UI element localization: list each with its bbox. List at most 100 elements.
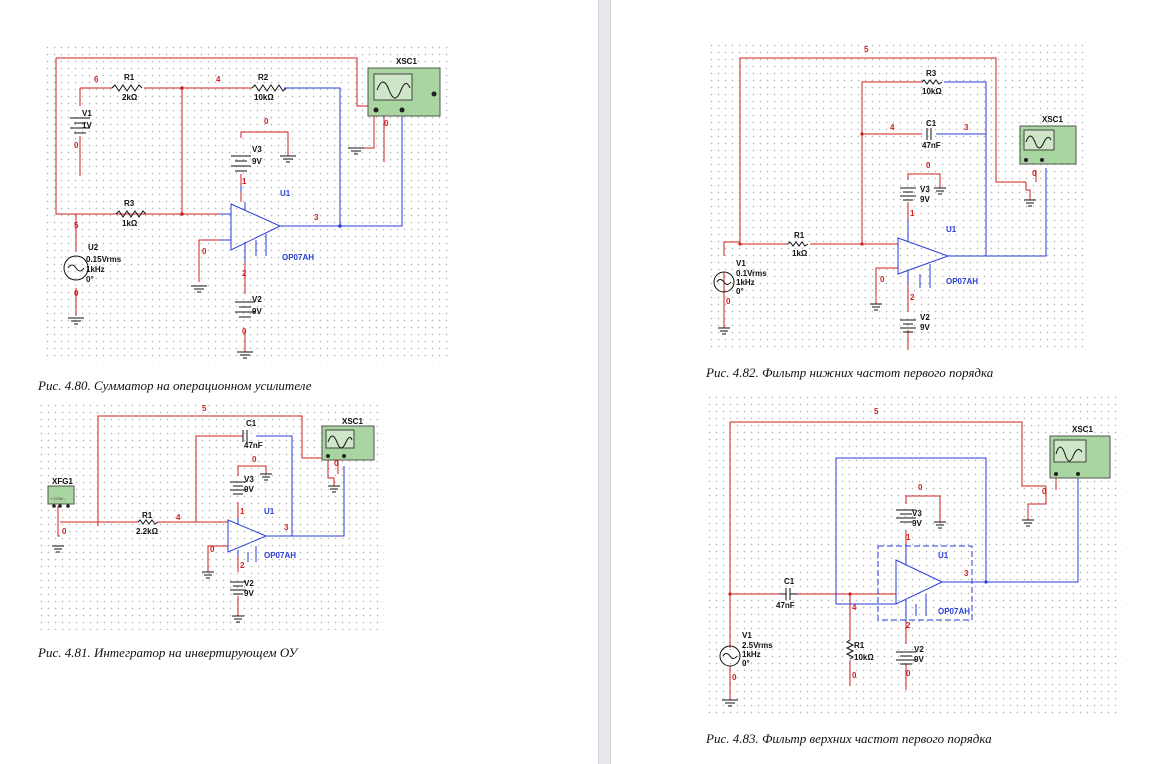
net-label: 1 bbox=[910, 209, 915, 218]
net-label: 0 bbox=[62, 527, 67, 536]
net-label: 0 bbox=[1032, 169, 1037, 178]
r1-value: 2.2kΩ bbox=[136, 527, 159, 536]
xsc1-label: XSC1 bbox=[1042, 115, 1063, 124]
figure-4-80-caption: Рис. 4.80. Сумматор на операционном усил… bbox=[38, 378, 312, 393]
r1-value: 2kΩ bbox=[122, 93, 138, 102]
net-label: 0 bbox=[334, 459, 339, 468]
net-label: 3 bbox=[284, 523, 289, 532]
r1-value: 10kΩ bbox=[854, 653, 874, 662]
net-label: 4 bbox=[852, 603, 857, 612]
net-label: 4 bbox=[890, 123, 895, 132]
net-label: 5 bbox=[74, 221, 79, 230]
u2-name: U2 bbox=[88, 243, 99, 252]
v2-name: V2 bbox=[244, 579, 254, 588]
net-label: 2 bbox=[240, 561, 245, 570]
figure-4-83-schematic: XSC1 5 0 0 4 3 0 0 0 1 2 C1 47nF R1 10kΩ… bbox=[706, 394, 1122, 714]
net-label: 5 bbox=[874, 407, 879, 416]
figure-4-81-schematic: + COM - XSC1 XFG1 5 0 4 3 0 0 2 0 1 R1 2… bbox=[38, 402, 384, 630]
net-label: 0 bbox=[74, 289, 79, 298]
net-label: 5 bbox=[864, 45, 869, 54]
net-label: 4 bbox=[216, 75, 221, 84]
xsc1-label: XSC1 bbox=[396, 57, 417, 66]
net-label: 0 bbox=[726, 297, 731, 306]
net-label: 0 bbox=[1042, 487, 1047, 496]
net-label: 0 bbox=[918, 483, 923, 492]
net-label: 2 bbox=[910, 293, 915, 302]
v3-name: V3 bbox=[920, 185, 930, 194]
net-label: 1 bbox=[906, 533, 911, 542]
r3-name: R3 bbox=[926, 69, 937, 78]
xsc1-label: XSC1 bbox=[1072, 425, 1093, 434]
v1-value: 1V bbox=[82, 121, 92, 130]
u1-model: OP07AH bbox=[282, 253, 314, 262]
page-gutter bbox=[598, 0, 611, 764]
u1-model: OP07AH bbox=[264, 551, 296, 560]
c1-value: 47nF bbox=[244, 441, 263, 450]
v3-name: V3 bbox=[252, 145, 262, 154]
c1-name: C1 bbox=[246, 419, 257, 428]
figure-4-81-caption: Рис. 4.81. Интегратор на инвертирующем О… bbox=[38, 645, 298, 660]
figure-4-82-caption: Рис. 4.82. Фильтр нижних частот первого … bbox=[706, 365, 994, 380]
net-label: 2 bbox=[906, 621, 911, 630]
c1-name: C1 bbox=[926, 119, 937, 128]
v2-value: 9V bbox=[914, 655, 924, 664]
v3-value: 9V bbox=[244, 485, 254, 494]
r2-value: 10kΩ bbox=[254, 93, 274, 102]
c1-value: 47nF bbox=[922, 141, 941, 150]
v2-name: V2 bbox=[252, 295, 262, 304]
net-label: 1 bbox=[242, 177, 247, 186]
u1-name: U1 bbox=[280, 189, 291, 198]
c1-name: C1 bbox=[784, 577, 795, 586]
net-label: 0 bbox=[202, 247, 207, 256]
xfg1-label: XFG1 bbox=[52, 477, 73, 486]
net-label: 0 bbox=[384, 119, 389, 128]
net-label: 5 bbox=[202, 404, 207, 413]
v2-name: V2 bbox=[920, 313, 930, 322]
u1-name: U1 bbox=[938, 551, 949, 560]
v3-value: 9V bbox=[912, 519, 922, 528]
c1-value: 47nF bbox=[776, 601, 795, 610]
v2-value: 9V bbox=[244, 589, 254, 598]
u1-name: U1 bbox=[264, 507, 275, 516]
net-label: 0 bbox=[926, 161, 931, 170]
svg-text:+ COM -: + COM - bbox=[50, 496, 66, 501]
net-label: 4 bbox=[176, 513, 181, 522]
net-label: 0 bbox=[210, 545, 215, 554]
v2-name: V2 bbox=[914, 645, 924, 654]
figure-4-80-schematic: XSC1 6 4 0 5 0 3 0 2 0 0 1 0 R1 2kΩ R2 1… bbox=[44, 44, 450, 362]
net-label: 3 bbox=[964, 123, 969, 132]
r1-name: R1 bbox=[854, 641, 865, 650]
v1-phase: 0° bbox=[736, 287, 744, 296]
net-label: 0 bbox=[732, 673, 737, 682]
net-label: 0 bbox=[852, 671, 857, 680]
figure-4-82-schematic: XSC1 5 4 3 0 0 0 0 2 1 R3 10kΩ C1 47nF R… bbox=[708, 42, 1086, 350]
v3-value: 9V bbox=[920, 195, 930, 204]
v1-frequency: 1kHz bbox=[736, 278, 755, 287]
v2-value: 9V bbox=[252, 307, 262, 316]
v1-name: V1 bbox=[82, 109, 92, 118]
v3-name: V3 bbox=[244, 475, 254, 484]
r2-name: R2 bbox=[258, 73, 269, 82]
net-label: 0 bbox=[74, 141, 79, 150]
v2-value: 9V bbox=[920, 323, 930, 332]
u2-amplitude: 0.15Vrms bbox=[86, 255, 122, 264]
u1-model: OP07AH bbox=[938, 607, 970, 616]
v1-name: V1 bbox=[742, 631, 752, 640]
r1-name: R1 bbox=[142, 511, 153, 520]
u2-phase: 0° bbox=[86, 275, 94, 284]
r1-name: R1 bbox=[794, 231, 805, 240]
net-label: 1 bbox=[240, 507, 245, 516]
figure-4-83-caption: Рис. 4.83. Фильтр верхних частот первого… bbox=[706, 731, 992, 746]
net-label: 0 bbox=[880, 275, 885, 284]
net-label: 3 bbox=[964, 569, 969, 578]
r1-name: R1 bbox=[124, 73, 135, 82]
net-label: 0 bbox=[906, 669, 911, 678]
net-label: 3 bbox=[314, 213, 319, 222]
net-label: 0 bbox=[252, 455, 257, 464]
r3-value: 10kΩ bbox=[922, 87, 942, 96]
r3-value: 1kΩ bbox=[122, 219, 138, 228]
v3-name: V3 bbox=[912, 509, 922, 518]
r3-name: R3 bbox=[124, 199, 135, 208]
net-label: 2 bbox=[242, 269, 247, 278]
net-label: 0 bbox=[264, 117, 269, 126]
